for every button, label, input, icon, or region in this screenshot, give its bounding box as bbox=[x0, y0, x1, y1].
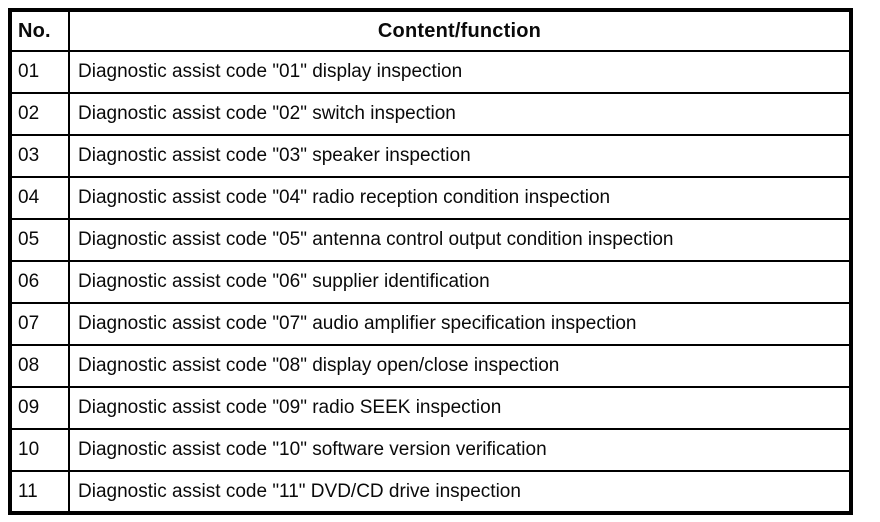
row-no-cell: 11 bbox=[9, 470, 70, 514]
row-content-cell: Diagnostic assist code "10" software ver… bbox=[68, 428, 852, 472]
table-row: 05 Diagnostic assist code "05" antenna c… bbox=[9, 218, 852, 262]
row-content-cell: Diagnostic assist code "08" display open… bbox=[68, 344, 852, 388]
content-function-column-header: Content/function bbox=[68, 9, 852, 52]
row-no-cell: 08 bbox=[9, 344, 70, 388]
table-row: 04 Diagnostic assist code "04" radio rec… bbox=[9, 176, 852, 220]
row-no-cell: 02 bbox=[9, 92, 70, 136]
no-column-header: No. bbox=[9, 9, 70, 52]
row-no-cell: 06 bbox=[9, 260, 70, 304]
table-row: 10 Diagnostic assist code "10" software … bbox=[9, 428, 852, 472]
row-no-cell: 03 bbox=[9, 134, 70, 178]
row-content-cell: Diagnostic assist code "07" audio amplif… bbox=[68, 302, 852, 346]
row-content-cell: Diagnostic assist code "01" display insp… bbox=[68, 50, 852, 94]
table-row: 11 Diagnostic assist code "11" DVD/CD dr… bbox=[9, 470, 852, 514]
row-no-cell: 07 bbox=[9, 302, 70, 346]
row-no-cell: 01 bbox=[9, 50, 70, 94]
table-header-row: No. Content/function bbox=[9, 9, 852, 52]
row-content-cell: Diagnostic assist code "02" switch inspe… bbox=[68, 92, 852, 136]
row-content-cell: Diagnostic assist code "05" antenna cont… bbox=[68, 218, 852, 262]
row-content-cell: Diagnostic assist code "11" DVD/CD drive… bbox=[68, 470, 852, 514]
row-content-cell: Diagnostic assist code "04" radio recept… bbox=[68, 176, 852, 220]
row-no-cell: 10 bbox=[9, 428, 70, 472]
row-no-cell: 05 bbox=[9, 218, 70, 262]
row-no-cell: 04 bbox=[9, 176, 70, 220]
table-row: 07 Diagnostic assist code "07" audio amp… bbox=[9, 302, 852, 346]
row-no-cell: 09 bbox=[9, 386, 70, 430]
diagnostic-assist-code-table: No. Content/function 01 Diagnostic assis… bbox=[8, 8, 853, 515]
row-content-cell: Diagnostic assist code "06" supplier ide… bbox=[68, 260, 852, 304]
table-row: 09 Diagnostic assist code "09" radio SEE… bbox=[9, 386, 852, 430]
row-content-cell: Diagnostic assist code "09" radio SEEK i… bbox=[68, 386, 852, 430]
row-content-cell: Diagnostic assist code "03" speaker insp… bbox=[68, 134, 852, 178]
table-row: 08 Diagnostic assist code "08" display o… bbox=[9, 344, 852, 388]
table-row: 06 Diagnostic assist code "06" supplier … bbox=[9, 260, 852, 304]
table-row: 03 Diagnostic assist code "03" speaker i… bbox=[9, 134, 852, 178]
table-row: 01 Diagnostic assist code "01" display i… bbox=[9, 50, 852, 94]
table-row: 02 Diagnostic assist code "02" switch in… bbox=[9, 92, 852, 136]
